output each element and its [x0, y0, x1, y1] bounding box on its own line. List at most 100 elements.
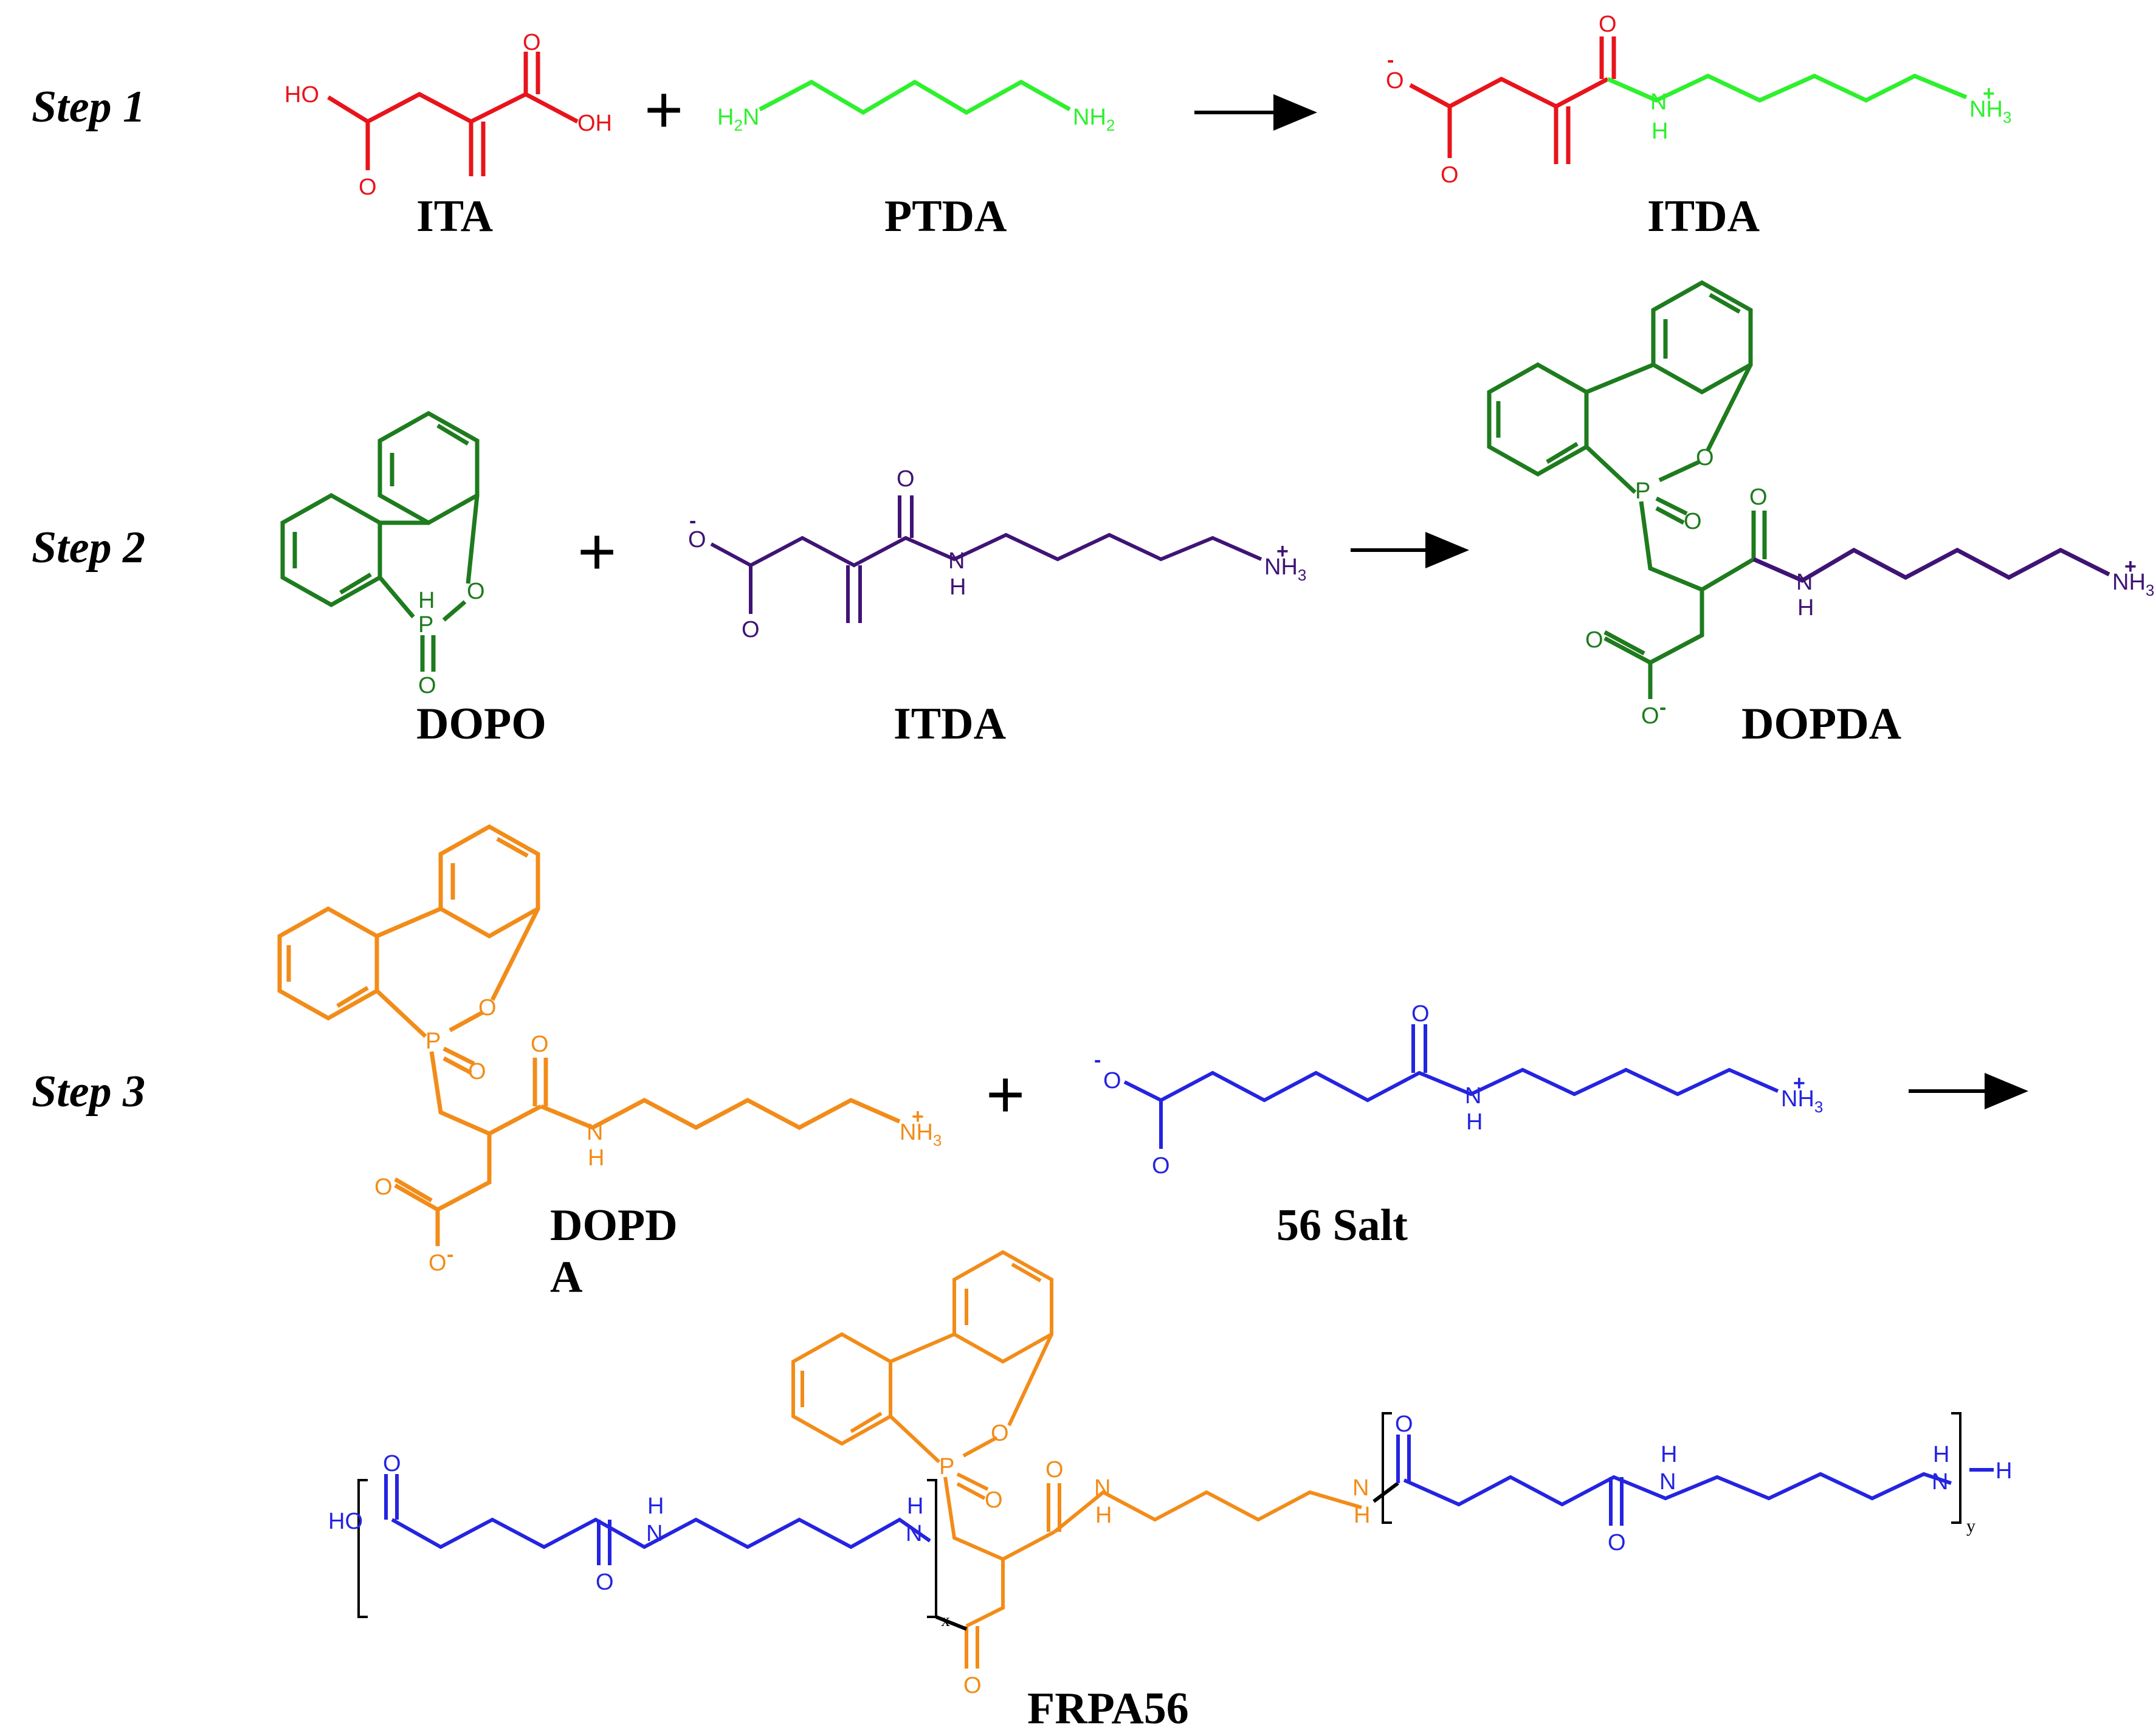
salt-name: 56 Salt: [1276, 1201, 1408, 1250]
atom-label: N: [1352, 1475, 1369, 1501]
atom-label: N: [587, 1120, 603, 1145]
atom-label: P: [418, 612, 433, 638]
atom-label: O: [374, 1174, 393, 1200]
atom-label: H: [1095, 1503, 1112, 1528]
dopda-name: DOPDA: [1741, 699, 1901, 749]
atom-label: HO: [284, 82, 319, 108]
atom-label: N: [906, 1521, 922, 1546]
atom-label: O: [1386, 68, 1404, 94]
dopda-structure: [1487, 280, 2110, 699]
atom-label: H: [418, 588, 435, 613]
atom-label: O: [991, 1421, 1009, 1446]
atom-label: O: [1395, 1411, 1413, 1437]
atom-label: O: [1441, 162, 1459, 188]
atom-label: O: [1608, 1530, 1626, 1556]
dopo-name: DOPO: [416, 699, 546, 749]
atom-label: N: [1659, 1469, 1676, 1495]
plus-operator: +: [986, 1057, 1025, 1132]
atom-label: H2N: [717, 105, 759, 134]
itda-name-step1: ITDA: [1647, 191, 1760, 241]
atom-label: O: [742, 617, 760, 643]
atom-label: O: [1684, 509, 1702, 534]
dopo-atoms: O H P O: [418, 579, 485, 698]
dopda3-atoms: O P O O O O - N H NH3 +: [374, 995, 942, 1276]
atom-label: N: [1932, 1469, 1948, 1495]
atom-label: N: [948, 548, 965, 574]
atom-label: O: [1696, 445, 1714, 470]
dopo-structure: [280, 410, 480, 672]
atom-label: O: [1585, 627, 1603, 653]
charge-label: +: [1983, 82, 1995, 105]
atom-label: O: [359, 174, 377, 200]
atom-label: HO: [328, 1509, 363, 1534]
atom-label: O: [1599, 12, 1617, 37]
atom-label: O: [478, 995, 497, 1021]
ita-name: ITA: [416, 191, 493, 241]
atom-label: N: [1796, 570, 1813, 595]
atom-label: H: [907, 1494, 923, 1519]
step-2-label: Step 2: [32, 523, 145, 573]
atom-label: N: [1094, 1475, 1111, 1501]
atom-label: H: [1996, 1458, 2012, 1484]
ita-structure: [327, 52, 579, 176]
ita-atoms: HO O O OH: [284, 30, 612, 200]
atom-label: O: [467, 579, 485, 604]
atom-label: NH3: [1781, 1086, 1823, 1116]
atom-label: O: [985, 1487, 1003, 1513]
atom-label: O: [1152, 1153, 1170, 1179]
charge-label: -: [447, 1243, 453, 1266]
atom-label: O: [531, 1032, 549, 1057]
itda-atoms-step2: O - O O N H NH3 +: [688, 466, 1306, 643]
charge-label: -: [1659, 696, 1666, 719]
atom-label: OH: [577, 111, 612, 136]
atom-label: O: [1411, 1001, 1430, 1027]
frpa56-structure: [357, 1250, 1994, 1669]
atom-label: H: [588, 1145, 604, 1171]
atom-label: P: [425, 1028, 441, 1054]
charge-label: -: [1387, 49, 1394, 72]
atom-label: H: [1651, 119, 1668, 144]
ptda-name: PTDA: [884, 191, 1007, 241]
atom-label: H: [1661, 1442, 1677, 1467]
repeat-index-y: y: [1966, 1516, 1975, 1536]
atom-label: O: [523, 30, 541, 55]
plus-operator: +: [644, 72, 683, 147]
itda-atoms-step1: O - O O N H NH3 +: [1386, 12, 2011, 188]
atom-label: NH3: [1969, 97, 2011, 126]
atom-label: H: [647, 1494, 664, 1519]
ptda-atoms: H2N NH2: [717, 105, 1115, 134]
atom-label: O: [1749, 484, 1768, 510]
atom-label: P: [1635, 478, 1650, 504]
atom-label: H: [1933, 1442, 1949, 1467]
charge-label: -: [689, 509, 696, 532]
atom-label: O: [468, 1059, 486, 1084]
atom-label: NH2: [1073, 105, 1115, 134]
atom-label: NH3: [900, 1120, 942, 1149]
atom-label: H: [1466, 1109, 1483, 1135]
atom-label: NH3: [2112, 570, 2154, 599]
ptda-structure: [759, 79, 1071, 115]
charge-label: +: [1276, 540, 1289, 563]
atom-label: O: [963, 1673, 982, 1698]
atom-label: O: [596, 1569, 614, 1595]
charge-label: +: [912, 1105, 924, 1128]
dopda3-name-line2: A: [550, 1252, 582, 1302]
itda-structure-step1: [1409, 36, 1968, 164]
dopda3-name-line1: DOPD: [550, 1201, 678, 1250]
plus-operator: +: [577, 514, 616, 589]
step-3-label: Step 3: [32, 1067, 145, 1117]
atom-label: P: [939, 1454, 954, 1480]
dopda3-structure: [277, 824, 901, 1246]
atom-label: O: [688, 527, 706, 553]
atom-label: O: [897, 466, 915, 492]
atom-label: O: [383, 1451, 401, 1476]
charge-label: +: [1793, 1072, 1805, 1095]
atom-label: N: [646, 1521, 663, 1546]
salt-atoms: O - O O N H NH3 +: [1094, 1001, 1823, 1179]
atom-label: H: [949, 574, 966, 600]
charge-label: -: [1094, 1049, 1101, 1072]
atom-label: NH3: [1264, 554, 1306, 584]
atom-label: O: [418, 673, 436, 698]
frpa56-name: FRPA56: [1027, 1684, 1189, 1733]
